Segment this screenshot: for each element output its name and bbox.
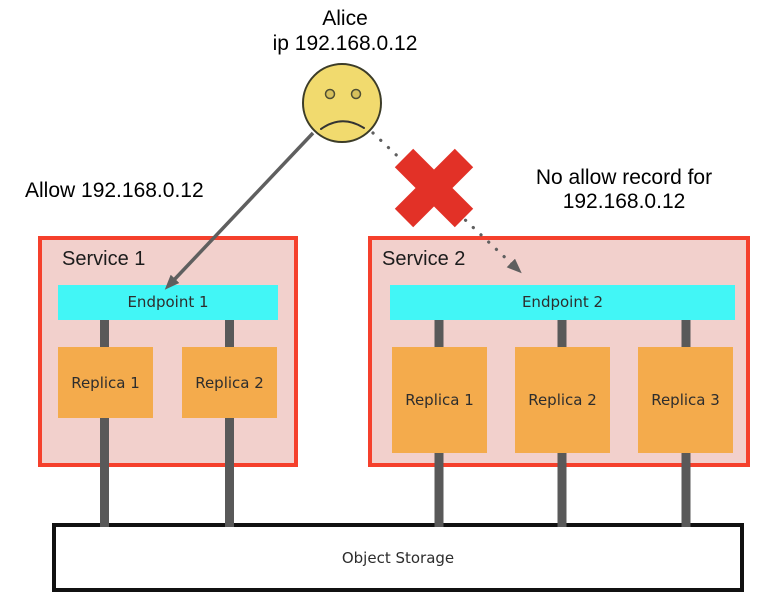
service-2-label: Service 2 [382, 248, 466, 270]
deny-annotation: No allow record for 192.168.0.12 [518, 166, 730, 214]
user-ip: ip 192.168.0.12 [272, 32, 418, 55]
service-2-replica-1: Replica 1 [392, 347, 487, 453]
allowed-arrow [164, 131, 315, 290]
x-mark-icon [394, 148, 474, 228]
service-1-replica-1: Replica 1 [58, 347, 153, 418]
object-storage-label: Object Storage [341, 548, 455, 567]
object-storage-box: Object Storage [52, 523, 744, 592]
user-name: Alice [322, 7, 368, 30]
sad-face-icon [302, 63, 382, 143]
user-label-block: Alice ip 192.168.0.12 [245, 6, 445, 56]
right-eye [350, 88, 362, 100]
endpoint-1: Endpoint 1 [58, 285, 278, 320]
service-1-replica-2: Replica 2 [182, 347, 277, 418]
frown-mouth [320, 120, 365, 130]
service-2-replica-2: Replica 2 [515, 347, 610, 453]
left-eye [324, 88, 336, 100]
allow-annotation: Allow 192.168.0.12 [25, 179, 204, 202]
service-2-replica-3: Replica 3 [638, 347, 733, 453]
deny-annotation-line1: No allow record for [535, 166, 713, 189]
deny-annotation-line2: 192.168.0.12 [562, 190, 686, 213]
service-1-label: Service 1 [62, 248, 146, 270]
endpoint-2: Endpoint 2 [390, 285, 735, 320]
